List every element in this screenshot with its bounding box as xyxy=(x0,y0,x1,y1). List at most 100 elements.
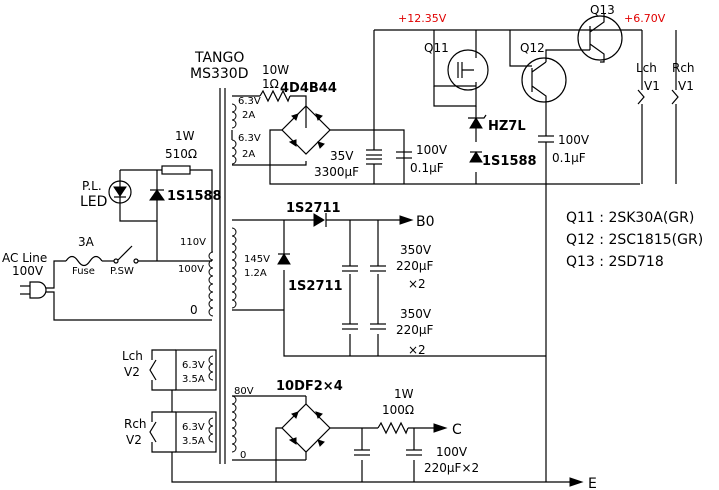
c-winding-v: 80V xyxy=(234,386,254,397)
pl-resistor-value: 510Ω xyxy=(165,147,197,161)
b-cap2-c: 220μF xyxy=(396,323,434,337)
c-bridge-label: 10DF2×4 xyxy=(276,379,343,394)
fuse-symbol xyxy=(65,255,103,267)
heater-w1-v: 6.3V xyxy=(238,96,261,107)
b-diode-top-label: 1S2711 xyxy=(286,201,341,216)
switch-label: P.SW xyxy=(110,266,134,277)
pl-resistor-power: 1W xyxy=(175,129,195,143)
c-bridge-icon xyxy=(281,403,331,453)
ac-voltage-label: 100V xyxy=(12,264,44,278)
c-winding-0: 0 xyxy=(240,450,246,461)
lch-v1-output-icon xyxy=(637,89,645,105)
primary-tap-110: 110V xyxy=(180,237,206,248)
c-cap-c: 220μF×2 xyxy=(424,461,479,475)
fuse-rating: 3A xyxy=(78,235,95,249)
ground-label: E xyxy=(588,476,597,490)
c-supply: 80V 0 10DF2×4 1W 100Ω C 100V 220μF×2 E xyxy=(232,379,597,490)
primary-tap-0: 0 xyxy=(190,303,198,317)
rch-v2-label: Rch xyxy=(124,417,147,431)
v-out-label: +6.70V xyxy=(624,12,666,25)
cap1-capacitance: 3300μF xyxy=(314,165,359,179)
heater-w2-v: 6.3V xyxy=(238,133,261,144)
rch-v1-output-icon xyxy=(671,89,679,105)
fuse-label: Fuse xyxy=(72,266,95,277)
heater-coil-1 xyxy=(231,103,237,129)
heater-resistor-icon xyxy=(259,89,291,103)
pilot-diode-label: 1S1588 xyxy=(167,189,222,204)
lch-v2-w-v: 6.3V xyxy=(182,360,205,371)
heater-bridge-label: 4D4B44 xyxy=(280,81,337,96)
zener-label: HZ7L xyxy=(488,119,526,134)
b-cap1-v: 350V xyxy=(400,243,432,257)
primary-tap-100: 100V xyxy=(178,264,204,275)
heater-resistor-value: 1Ω xyxy=(262,77,279,91)
zener-icon xyxy=(469,117,483,129)
ac-line-label: AC Line xyxy=(2,251,47,265)
b-output-label: B0 xyxy=(416,214,435,230)
q11-transistor-icon xyxy=(447,49,489,91)
lch-v2-output-icon xyxy=(149,359,157,381)
rch-v1-label: Rch xyxy=(672,61,695,75)
transformer-model: MS330D xyxy=(190,66,248,82)
rch-v1-sub: V1 xyxy=(678,79,694,93)
rch-v2-sub: V2 xyxy=(126,433,142,447)
b-output-arrow xyxy=(399,215,414,225)
c-resistor-value: 100Ω xyxy=(382,403,414,417)
lch-heater-coil xyxy=(208,355,214,381)
c-cap-v: 100V xyxy=(436,445,468,459)
ac-input-section: AC Line 100V 3A Fuse P.SW 1W 510Ω P.L. L… xyxy=(2,129,222,321)
c-resistor-icon xyxy=(377,421,409,435)
pilot-led-label: LED xyxy=(80,194,107,210)
q12-label: Q12 xyxy=(520,41,545,55)
q13-label: Q13 xyxy=(590,3,615,17)
q11-label: Q11 xyxy=(424,41,449,55)
v-top-label: +12.35V xyxy=(398,12,447,25)
transformer-maker: TANGO xyxy=(194,50,244,66)
c-output-label: C xyxy=(452,422,462,438)
rch-v2-w-a: 3.5A xyxy=(182,436,205,447)
rch-heater-coil xyxy=(208,417,214,443)
pilot-diode-icon xyxy=(149,189,165,201)
b-diode-mid-icon xyxy=(277,253,291,265)
pilot-lamp-label: P.L. xyxy=(82,179,102,193)
ref-diode-label: 1S1588 xyxy=(482,154,537,169)
rch-v2-box xyxy=(175,411,217,453)
lch-v1-sub: V1 xyxy=(644,79,660,93)
lch-v1-label: Lch xyxy=(636,61,657,75)
power-switch-icon xyxy=(117,245,133,261)
lch-v2-w-a: 3.5A xyxy=(182,374,205,385)
b-diode-mid-label: 1S2711 xyxy=(288,279,343,294)
c-coil xyxy=(231,395,237,453)
q13-transistor-icon xyxy=(577,15,623,61)
primary-coil xyxy=(208,251,214,317)
b-winding-v: 145V xyxy=(244,254,270,265)
cap3-voltage: 100V xyxy=(558,133,590,147)
b-cap2-n: ×2 xyxy=(408,343,426,357)
cap1-voltage: 35V xyxy=(330,149,354,163)
b-plus-supply: 145V 1.2A 1S2711 1S2711 B0 350V 220μF ×2… xyxy=(232,201,546,357)
ref-diode-icon xyxy=(469,151,483,163)
lch-v2-box xyxy=(175,349,217,391)
b-winding-a: 1.2A xyxy=(244,268,267,279)
part-q12: Q12 : 2SC1815(GR) xyxy=(566,232,703,248)
c-resistor-power: 1W xyxy=(394,387,414,401)
b-coil xyxy=(231,227,237,309)
b-diode-top-icon xyxy=(313,213,325,227)
cap3-capacitance: 0.1μF xyxy=(552,151,586,165)
c-output-arrow xyxy=(433,423,448,433)
part-q11: Q11 : 2SK30A(GR) xyxy=(566,210,694,226)
heater-coil-2 xyxy=(231,139,237,165)
pilot-led-icon xyxy=(108,180,132,204)
ac-plug-icon xyxy=(29,281,47,299)
b-cap1-n: ×2 xyxy=(408,277,426,291)
lch-v2-label: Lch xyxy=(122,349,143,363)
cap2-capacitance: 0.1μF xyxy=(410,161,444,175)
heater-dc-supply: 6.3V 2A 6.3V 2A 10W 1Ω 4D4B44 35V 3300μF… xyxy=(231,3,695,482)
heater-resistor-power: 10W xyxy=(262,63,289,77)
power-transformer: TANGO MS330D xyxy=(190,50,248,464)
lch-v2-sub: V2 xyxy=(124,365,140,379)
rch-v2-w-v: 6.3V xyxy=(182,422,205,433)
cap2-voltage: 100V xyxy=(416,143,448,157)
b-cap1-c: 220μF xyxy=(396,259,434,273)
